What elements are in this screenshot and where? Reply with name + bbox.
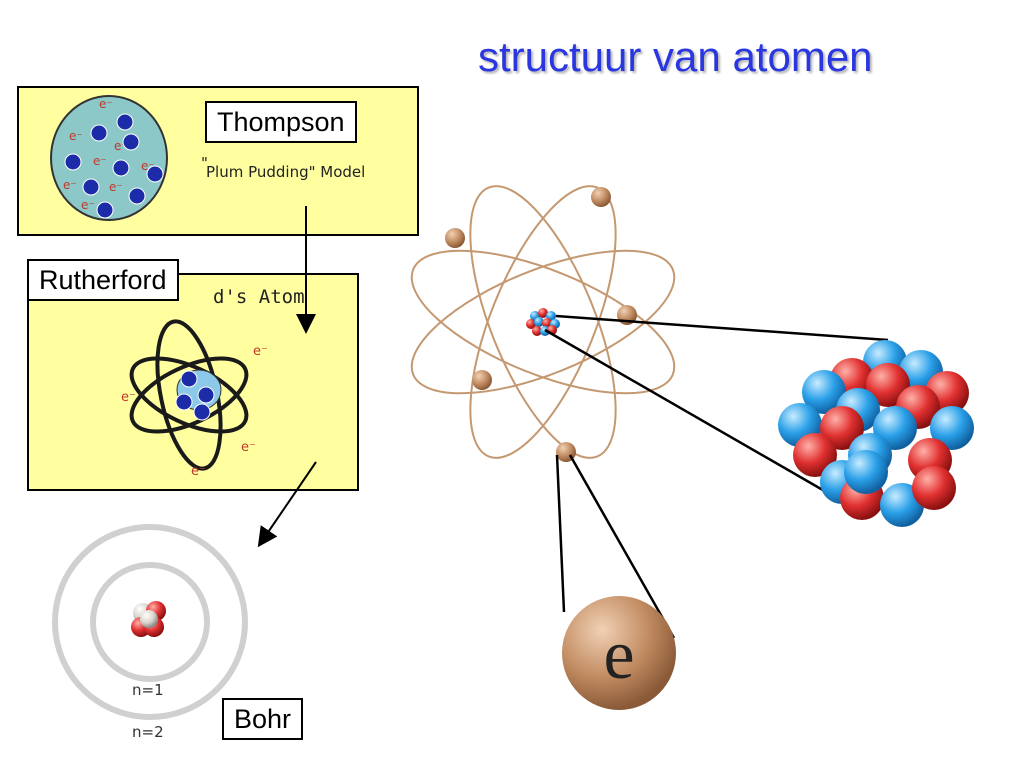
svg-text:e⁻: e⁻ [81,198,95,212]
plum-pudding-illustration: e⁻e⁻e⁻ e⁻e⁻e⁻ e⁻e⁻ Plum Pudding" Model " [50,95,365,221]
svg-text:e⁻: e⁻ [99,97,113,111]
arrow-rutherford-to-bohr [257,461,317,548]
page-title: structuur van atomen [478,33,873,80]
svg-text:e⁻: e⁻ [63,178,77,192]
bohr-label: Bohr [222,698,304,740]
svg-text:e⁻: e⁻ [69,129,83,143]
svg-text:e⁻: e⁻ [121,390,136,405]
svg-text:e⁻: e⁻ [241,440,256,455]
electron-symbol: e [603,617,634,694]
rutherford-illustration: d's Atom e⁻ e⁻ e⁻ e⁻ [121,286,305,479]
bohr-shell-n1: n=1 [132,681,164,699]
thompson-caption: Plum Pudding" Model [206,163,365,181]
electron-enlarged: e [562,596,676,710]
svg-text:e⁻: e⁻ [253,344,268,359]
atom-nucleus-small [526,308,560,336]
atom-orbits [410,185,676,459]
bohr-model: n=1 n=2 [52,524,248,741]
svg-text:e⁻: e⁻ [109,180,123,194]
rutherford-label: Rutherford [27,259,179,301]
nucleus-enlarged [778,340,974,527]
bohr-shell-n2: n=2 [132,723,164,741]
thompson-label: Thompson [205,101,357,143]
svg-text:e⁻: e⁻ [93,154,107,168]
svg-text:e⁻: e⁻ [191,464,206,479]
rutherford-panel: d's Atom e⁻ e⁻ e⁻ e⁻ [27,273,359,491]
rutherford-caption: d's Atom [213,286,305,308]
thompson-caption-quote: " [201,154,208,172]
